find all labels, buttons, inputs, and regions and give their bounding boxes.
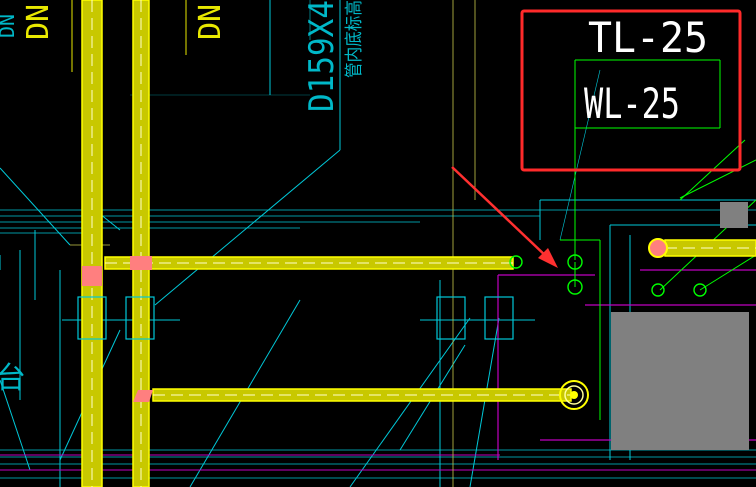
label-pipe-note: 管内底标高	[344, 0, 365, 78]
pipe-horizontal-upper	[104, 256, 514, 270]
fitting-circle	[509, 254, 707, 297]
equipment-block-small	[720, 202, 748, 228]
pipe-end-cap	[648, 238, 668, 258]
valve-symbol	[77, 296, 514, 340]
label-dn-far-left: DN	[0, 14, 19, 38]
highlight-box	[520, 9, 742, 172]
label-wl: WL-25	[584, 79, 680, 128]
pipe-joint	[82, 266, 102, 286]
label-edge-char: 台	[0, 361, 26, 396]
label-dn-right: DN	[193, 4, 228, 40]
pipe-horizontal-right	[664, 239, 756, 257]
magenta-linework	[0, 269, 756, 471]
red-arrow-icon	[451, 166, 558, 268]
pipe-vertical-left	[81, 0, 103, 487]
pipe-horizontal-lower	[152, 388, 572, 402]
dim-ticks	[71, 0, 187, 72]
label-tl: TL-25	[588, 13, 708, 62]
pipe-joint	[133, 390, 153, 402]
floor-drain-icon	[559, 380, 589, 410]
pipe-vertical-middle	[132, 0, 150, 487]
pipe-joint	[130, 256, 152, 270]
label-pipe-spec: D159X4	[302, 0, 342, 112]
label-dn-left: DN	[21, 4, 56, 40]
equipment-block-large	[611, 312, 749, 450]
